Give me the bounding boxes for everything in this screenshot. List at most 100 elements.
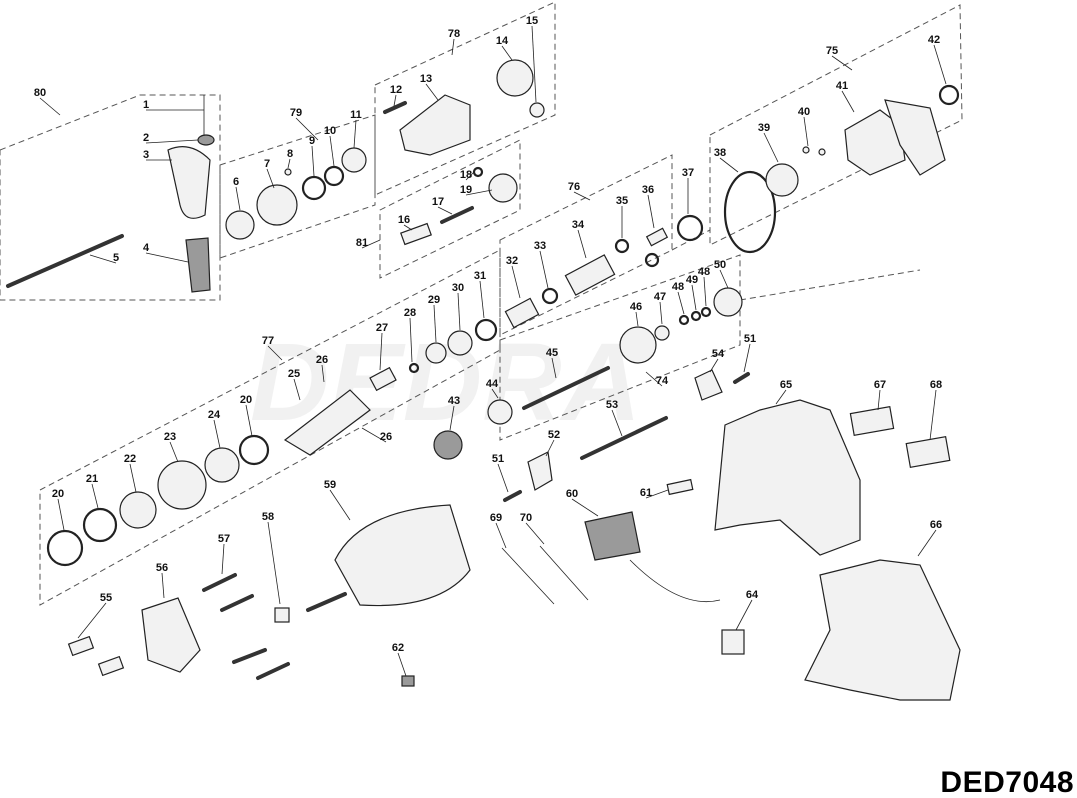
part-clutch-24 — [204, 447, 240, 483]
callout-19: 19 — [460, 184, 472, 196]
part-screw-55b — [97, 655, 125, 677]
leader-line-33 — [539, 250, 549, 289]
callout-22: 22 — [124, 453, 136, 465]
group-box-78 — [374, 1, 556, 196]
leader-line-69 — [495, 522, 507, 549]
leader-line-16 — [403, 224, 413, 231]
callout-66: 66 — [930, 519, 942, 531]
part-ring-20a — [46, 529, 84, 567]
part-bearing-39 — [765, 163, 799, 197]
leader-line-17 — [437, 206, 453, 215]
callout-51-1: 51 — [492, 453, 504, 465]
leader-line-43 — [449, 405, 455, 431]
leader-line-64 — [735, 599, 753, 631]
leader-line-26-1 — [361, 427, 387, 443]
part-washer-9 — [301, 175, 327, 201]
part-handle-4 — [185, 237, 211, 293]
part-label-68 — [905, 436, 951, 468]
callout-49: 49 — [686, 274, 698, 286]
part-terminal-64 — [721, 629, 745, 655]
leader-line-76 — [573, 191, 591, 201]
part-ring-6 — [225, 210, 255, 240]
leader-line-44 — [491, 388, 499, 399]
callout-14: 14 — [496, 35, 509, 47]
callout-35: 35 — [616, 195, 628, 207]
callout-55: 55 — [100, 592, 112, 604]
part-endcap-56 — [141, 597, 201, 673]
callout-50: 50 — [714, 259, 726, 271]
part-spindle-25 — [283, 389, 371, 456]
part-motor-59 — [334, 504, 471, 607]
leader-line-48 — [677, 291, 685, 315]
part-rod-53 — [580, 416, 668, 460]
callout-48-1: 48 — [698, 266, 710, 278]
callout-20-1: 20 — [52, 488, 64, 500]
callout-18: 18 — [460, 169, 472, 181]
group-box-74 — [499, 254, 741, 441]
part-piston-27 — [369, 366, 397, 392]
leader-line-57 — [221, 543, 225, 575]
callout-68: 68 — [930, 379, 942, 391]
part-bolt-57d — [256, 662, 290, 680]
leader-line-27 — [379, 332, 383, 371]
leader-line-56 — [161, 572, 165, 599]
leader-line-31 — [479, 280, 485, 319]
leader-line-41 — [841, 90, 855, 113]
leader-line-8 — [287, 158, 291, 169]
part-gearbox-41 — [844, 109, 906, 176]
callout-51: 51 — [744, 333, 756, 345]
part-probe-70 — [539, 545, 589, 601]
part-cylinder-34 — [564, 254, 616, 296]
leader-line-75 — [831, 55, 853, 71]
leader-line-36 — [647, 194, 655, 229]
leader-line-11 — [353, 119, 357, 149]
callout-4: 4 — [143, 242, 150, 254]
callout-52: 52 — [548, 429, 560, 441]
callout-78: 78 — [448, 28, 460, 40]
callout-16: 16 — [398, 214, 410, 226]
leader-line-21 — [91, 483, 99, 509]
callout-64: 64 — [746, 589, 759, 601]
dashed-connector-2 — [739, 269, 921, 301]
part-spring-51a — [733, 372, 750, 384]
part-knob-19 — [488, 173, 518, 203]
part-ring-20b — [238, 434, 270, 466]
callout-69: 69 — [490, 512, 502, 524]
part-brush-62 — [401, 675, 415, 687]
callout-5: 5 — [113, 252, 119, 264]
callout-11: 11 — [350, 109, 362, 121]
part-spring-51b — [503, 490, 522, 502]
part-switch-60 — [584, 511, 641, 561]
part-screw-12 — [383, 101, 407, 114]
part-bearing-14 — [496, 59, 534, 97]
leader-line-42 — [933, 44, 947, 85]
leader-line-18 — [465, 171, 475, 181]
callout-10: 10 — [324, 125, 336, 137]
part-pin-16 — [400, 222, 432, 246]
part-bolt-57c — [232, 648, 267, 664]
callout-12: 12 — [390, 84, 402, 96]
callout-39: 39 — [758, 122, 770, 134]
group-box-75 — [709, 4, 963, 246]
callout-48: 48 — [672, 281, 684, 293]
leader-line-49 — [691, 284, 697, 311]
part-depth-rod — [6, 234, 124, 288]
callout-29: 29 — [428, 294, 440, 306]
leader-line-10 — [329, 135, 335, 167]
leader-line-65 — [775, 389, 787, 405]
part-screw-40b — [818, 148, 826, 156]
part-ball-8 — [284, 168, 292, 176]
part-bearing-22 — [119, 491, 157, 529]
group-box-79 — [219, 114, 376, 259]
part-ring-48a — [678, 314, 690, 326]
callout-57: 57 — [218, 533, 230, 545]
leader-line-66 — [917, 529, 937, 557]
leader-line-48-1 — [703, 276, 707, 307]
leader-line-20-1 — [57, 498, 65, 531]
part-housing-65 — [714, 399, 861, 556]
leader-line-46 — [635, 311, 639, 327]
callout-46: 46 — [630, 301, 642, 313]
callout-32: 32 — [506, 255, 518, 267]
leader-line-80 — [39, 97, 61, 116]
callout-79: 79 — [290, 107, 302, 119]
